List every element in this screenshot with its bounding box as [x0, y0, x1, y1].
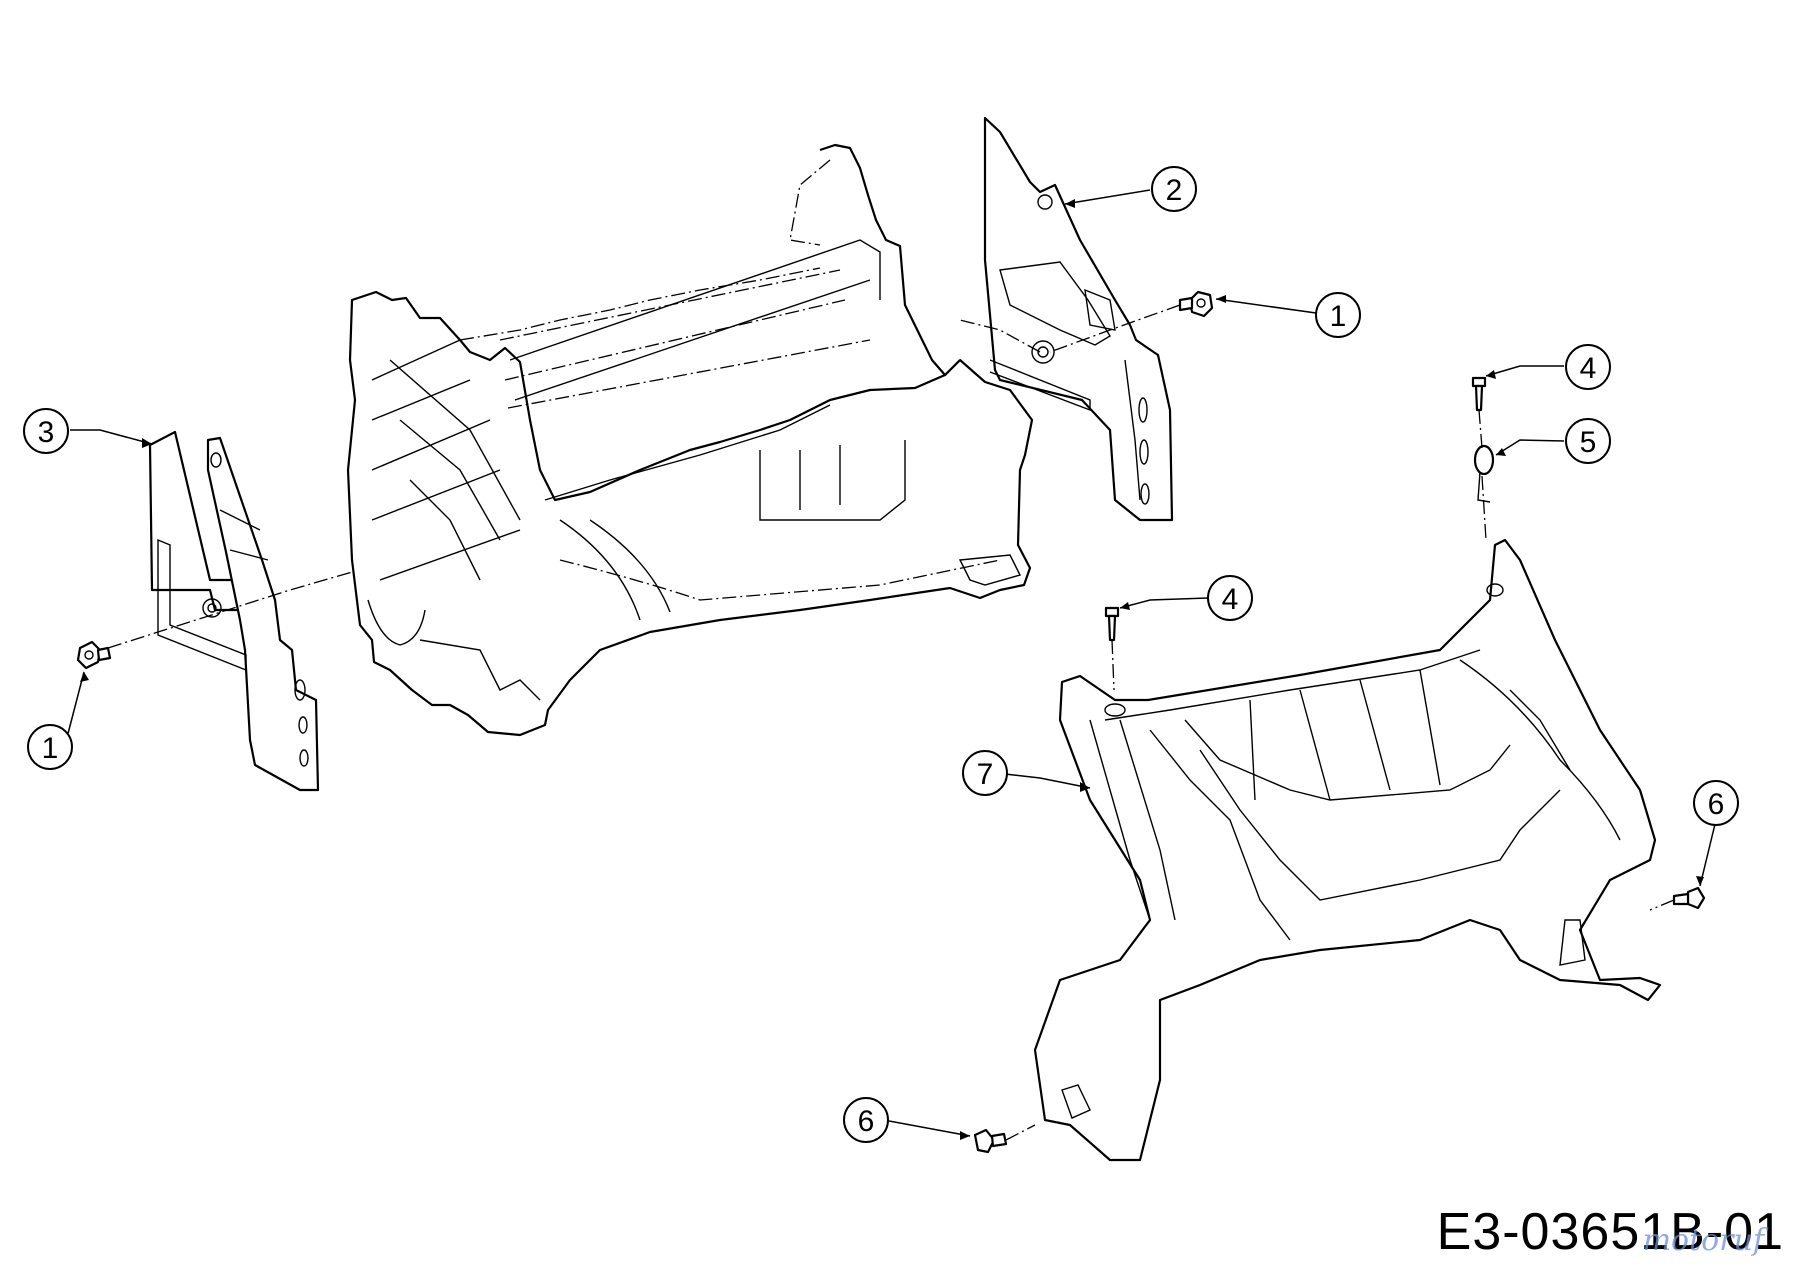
callout-2: 2 — [1151, 166, 1197, 212]
callout-7: 7 — [962, 750, 1008, 796]
screw-right — [1672, 886, 1706, 910]
right-side-plate — [983, 116, 1174, 522]
bolt-left — [76, 640, 112, 670]
screw-upper — [1471, 376, 1487, 412]
callout-label: 5 — [1580, 426, 1597, 459]
drawing-number: E3-03651B-01 — [1436, 1203, 1784, 1261]
callout-6-right: 6 — [1693, 780, 1739, 826]
screw-bottom — [973, 1128, 1008, 1154]
callout-4-middle: 4 — [1207, 575, 1253, 621]
callout-label: 1 — [42, 732, 59, 765]
callout-3: 3 — [23, 408, 69, 454]
callout-label: 7 — [977, 758, 994, 791]
rear-chute-cover — [1033, 538, 1662, 1162]
callout-1-left: 1 — [27, 724, 73, 770]
callout-label: 3 — [38, 416, 55, 449]
callout-4-upper: 4 — [1565, 344, 1611, 390]
left-side-plate — [148, 430, 320, 792]
leader-lines — [63, 189, 1717, 1140]
watermark-logo: motoruf — [1642, 1223, 1764, 1258]
assembly-lines — [107, 304, 1675, 1141]
callout-label: 4 — [1222, 583, 1239, 616]
fasteners — [76, 290, 1706, 1154]
callout-label: 6 — [858, 1105, 875, 1138]
callout-label: 1 — [1330, 300, 1347, 333]
callout-6-bottom: 6 — [843, 1097, 889, 1143]
screw-middle — [1104, 606, 1120, 642]
callout-label: 4 — [1580, 352, 1597, 385]
hair-pin-clip — [1473, 444, 1495, 503]
bolt-right — [1178, 290, 1214, 318]
callout-1-right: 1 — [1315, 292, 1361, 338]
callout-5: 5 — [1565, 418, 1611, 464]
main-housing-frame — [346, 143, 1034, 737]
callout-label: 2 — [1166, 174, 1183, 207]
callout-label: 6 — [1708, 788, 1725, 821]
